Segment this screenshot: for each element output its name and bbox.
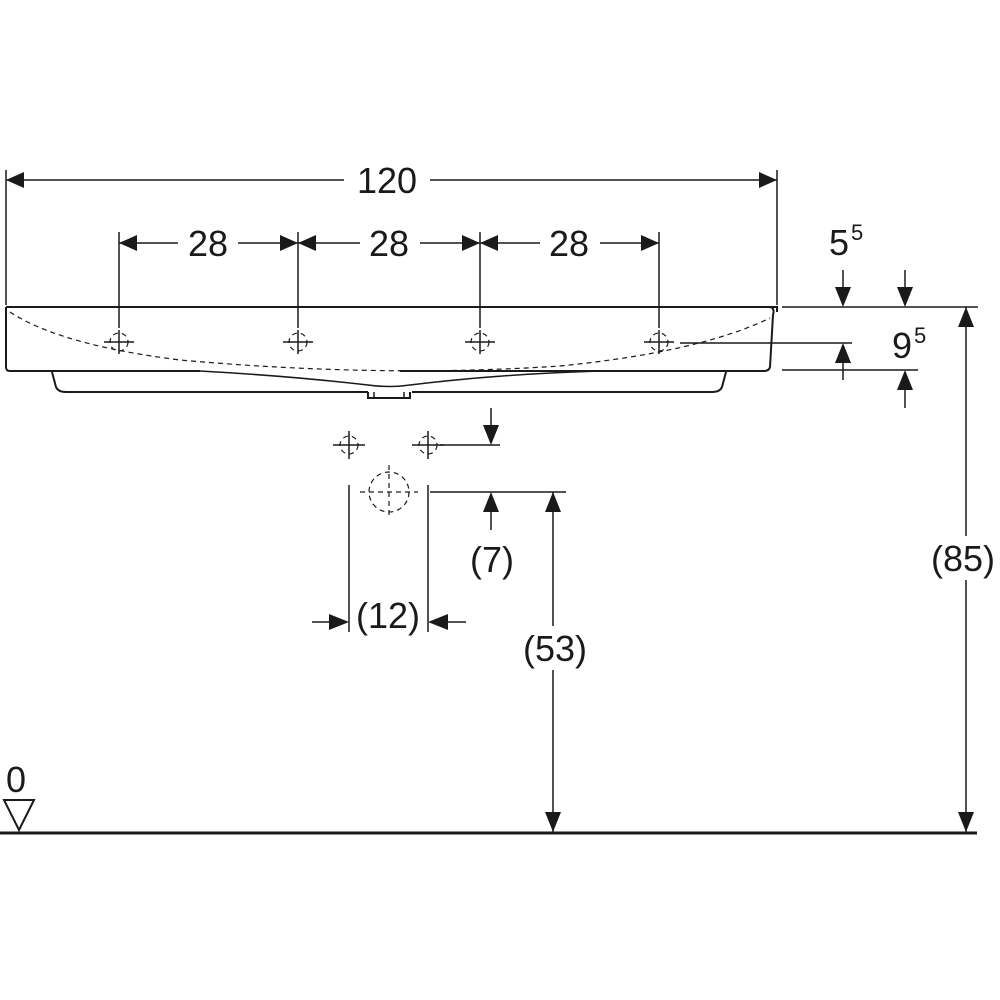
rim-thickness-dimensions: 5 5 9 5 (680, 220, 978, 408)
basin-interior-dashed (9, 311, 771, 372)
waste-height-label: (53) (523, 628, 587, 669)
tap-hole-icon (644, 330, 674, 354)
floor-level-label: 0 (6, 759, 26, 800)
supply-point-icon (412, 431, 444, 459)
overall-width-dimension: 120 (5, 160, 778, 305)
tap-hole-icon (104, 330, 134, 354)
tap-spacing-label: 28 (549, 223, 589, 264)
basin-thickness-superscript: 5 (914, 323, 926, 348)
floor-level-marker-icon (2, 799, 36, 833)
tap-holes (104, 330, 674, 354)
tap-spacing-label: 28 (188, 223, 228, 264)
rim-height-dimension: (85) (928, 307, 1000, 832)
tap-spacing-dimensions: 28 28 28 (118, 223, 660, 328)
floor-level: 0 (0, 759, 977, 835)
rim-offset-label: 5 (829, 222, 849, 263)
waste-height-dimension: (53) (516, 492, 592, 832)
supply-point-icon (333, 431, 365, 459)
tap-hole-icon (465, 330, 495, 354)
waste-outlet-icon (360, 465, 418, 519)
waste-drop-label: (7) (470, 539, 514, 580)
supply-positions (333, 431, 444, 519)
basin-thickness-label: 9 (892, 325, 912, 366)
rim-offset-superscript: 5 (851, 220, 863, 245)
rim-height-label: (85) (931, 538, 995, 579)
waste-drop-dimension: (7) (430, 408, 566, 580)
waste-spacing-dimension: (12) (312, 485, 466, 636)
waste-spacing-label: (12) (356, 595, 420, 636)
tap-spacing-label: 28 (369, 223, 409, 264)
tap-hole-icon (283, 330, 313, 354)
basin-outline (5, 306, 778, 399)
overall-width-label: 120 (357, 160, 417, 201)
